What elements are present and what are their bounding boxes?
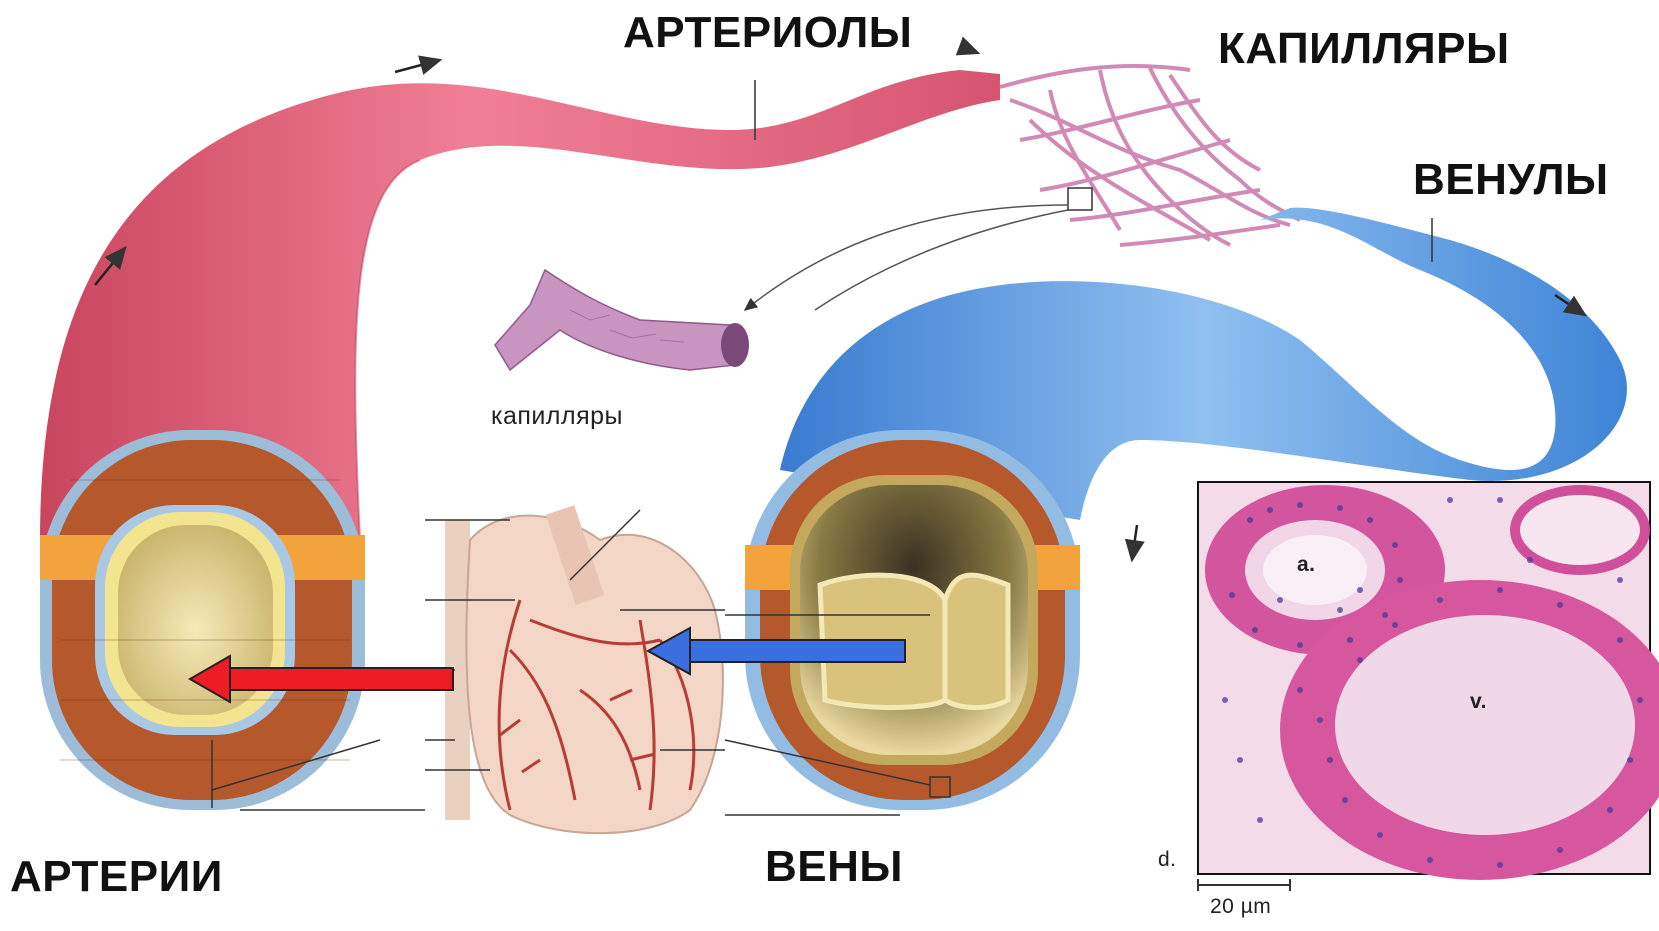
micrograph-vein-mark: v.: [1470, 690, 1487, 714]
capillary-network: [1000, 66, 1300, 245]
label-arteries: АРТЕРИИ: [10, 852, 223, 902]
vein-cross-section: [745, 430, 1080, 810]
label-capillaries-upper: КАПИЛЛЯРЫ: [1218, 24, 1510, 74]
label-capillaries-lower: капилляры: [491, 402, 623, 431]
artery-cross-section: [40, 430, 365, 810]
label-venules: ВЕНУЛЫ: [1413, 155, 1609, 205]
micrograph-panel-letter: d.: [1158, 848, 1177, 872]
micrograph-scale-bar-label: 20 µm: [1210, 895, 1271, 919]
label-veins: ВЕНЫ: [765, 842, 903, 892]
capillary-segment-illustration: [495, 270, 749, 370]
micrograph-artery-mark: a.: [1297, 553, 1316, 577]
label-arterioles: АРТЕРИОЛЫ: [623, 8, 912, 58]
capillary-detail-box: [1068, 188, 1092, 210]
histology-micrograph: [1198, 482, 1659, 891]
